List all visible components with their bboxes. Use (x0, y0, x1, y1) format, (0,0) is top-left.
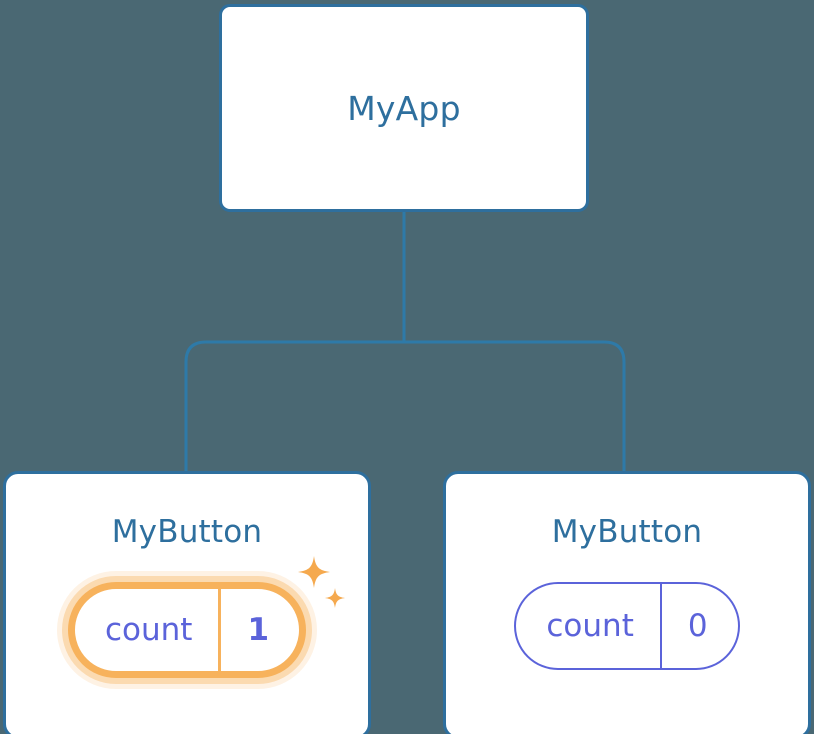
node-myapp[interactable]: MyApp (219, 4, 589, 212)
state-chip-left-wrap: count 1 (67, 556, 346, 678)
node-mybutton-right-label: MyButton (551, 514, 703, 550)
state-chip-right[interactable]: count 0 (514, 582, 740, 670)
state-chip-left[interactable]: count 1 (67, 582, 307, 678)
connector-branch-left (184, 340, 404, 472)
state-key-left: count (104, 612, 193, 648)
connector-branch-right (404, 340, 626, 472)
node-mybutton-left[interactable]: MyButton count 1 (3, 471, 371, 734)
sparkle-small-icon (325, 588, 346, 608)
state-value-right: 0 (659, 584, 738, 668)
node-mybutton-right[interactable]: MyButton count 0 (443, 471, 811, 734)
node-myapp-label: MyApp (347, 88, 461, 128)
state-chip-right-wrap: count 0 (514, 582, 740, 670)
sparkle-large-icon (298, 556, 331, 588)
state-key-right: count (546, 608, 634, 644)
sparkles-icon (298, 556, 346, 608)
state-value-left: 1 (218, 589, 299, 671)
node-mybutton-left-label: MyButton (111, 514, 263, 550)
